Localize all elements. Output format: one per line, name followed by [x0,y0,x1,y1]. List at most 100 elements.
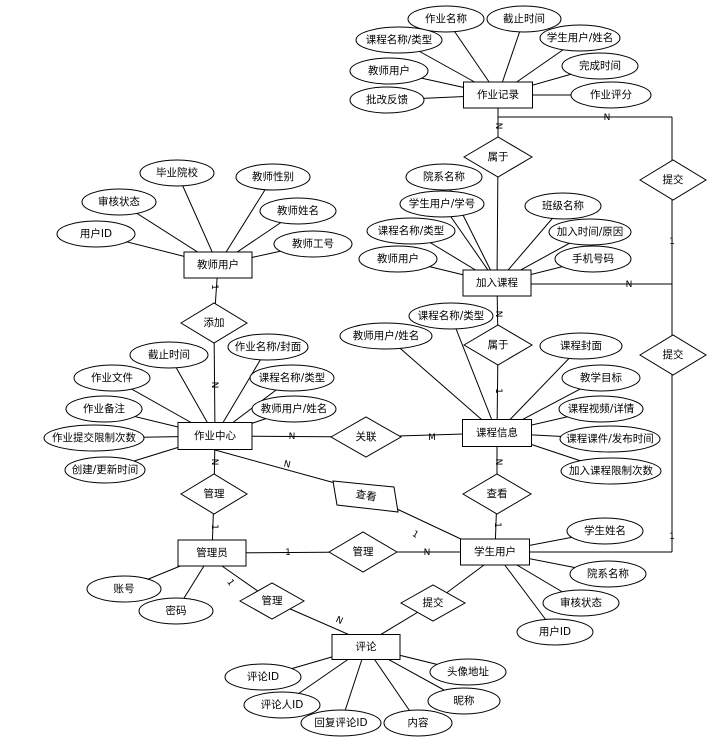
attribute-ellipse [249,364,335,392]
cardinality-label: N [493,459,503,466]
course-info-attribute: 课程名称/类型 [408,302,494,330]
attribute-label: 教师性别 [252,170,294,183]
homework-center-attribute: 教师用户/姓名 [251,395,337,423]
belongs-record-relationship: 属于 [463,136,533,178]
attribute-label: 评论ID [247,670,279,683]
attribute-label: 创建/更新时间 [72,463,139,476]
attribute-ellipse [355,26,443,54]
entity-label: 教师用户 [197,258,239,271]
connector-line [496,156,499,284]
attribute-label: 加入课程限制次数 [569,464,653,477]
cardinality-label: N [493,311,503,318]
cardinality-label: 1 [410,529,420,541]
attribute-label: 手机号码 [572,252,614,265]
homework-center-attribute: 作业备注 [65,395,143,423]
attribute-ellipse [486,5,562,33]
attribute-label: 完成时间 [579,59,621,72]
attribute-ellipse [349,57,429,85]
attribute-ellipse [349,86,425,114]
attribute-label: 教学目标 [580,371,622,384]
relationship-diamond [462,473,532,515]
course-info-attribute: 教学目标 [561,364,641,392]
attribute-label: 作业名称 [425,12,467,25]
attribute-ellipse [539,24,621,52]
homework-record-attribute: 作业名称 [407,5,485,33]
attribute-label: 课程封面 [560,339,602,352]
connector-line [176,172,219,266]
submit-join-relationship: 提交 [639,334,707,376]
homework-record-entity: 作业记录 [463,81,533,109]
course-info-attribute: 课程视频/详情 [558,395,644,423]
relationship-diamond [329,416,403,458]
attribute-ellipse [560,457,662,485]
comment-attribute: 回复评论ID [300,709,382,737]
attribute-ellipse [542,589,620,617]
entity-label: 作业记录 [477,89,519,101]
admin-attribute: 账号 [86,575,162,603]
cardinality-label: 1 [493,388,503,394]
entity-box [183,251,253,279]
relationship-label: 属于 [488,151,509,163]
homework-record-attribute: 教师用户 [349,57,429,85]
connector-line [214,346,269,437]
entity-label: 课程信息 [476,426,518,439]
relationship-diamond [639,334,707,376]
cardinality-label: N [626,280,633,290]
comment-attribute: 昵称 [427,687,501,715]
relationship-label: 关联 [356,430,377,443]
attribute-label: 头像地址 [447,665,489,678]
cardinality-label: N [334,615,344,627]
attribute-ellipse [86,575,162,603]
attribute-ellipse [366,217,456,245]
attribute-ellipse [405,163,483,191]
attribute-ellipse [339,322,433,350]
connector-line [217,176,274,266]
attribute-label: 教师用户/姓名 [261,402,328,415]
course-info-attribute: 教师用户/姓名 [339,322,433,350]
connector-line [496,345,582,434]
attribute-ellipse [273,230,353,258]
attribute-label: 课程视频/详情 [568,402,635,415]
teacher-user-attribute: 毕业院校 [139,159,215,187]
view-homework-relationship: 查看 [332,480,399,513]
attribute-ellipse [399,190,485,218]
attribute-label: 账号 [114,583,135,595]
homework-record-attribute: 作业评分 [570,81,652,109]
attribute-label: 审核状态 [98,195,140,208]
attribute-ellipse [139,159,215,187]
entity-label: 加入课程 [476,277,518,289]
student-user-attribute: 用户ID [516,618,594,646]
cardinality-label: N [424,548,431,558]
attribute-label: 课程课件/发布时间 [566,432,654,445]
homework-center-attribute: 截止时间 [129,341,209,369]
cardinality-label: 1 [669,237,675,247]
attribute-label: 学生姓名 [584,524,626,537]
attribute-label: 作业备注 [83,402,125,415]
relationship-label: 管理 [353,545,374,558]
attribute-ellipse [429,658,507,686]
relationship-diamond [238,582,306,620]
attribute-label: 学生用户/姓名 [547,31,614,44]
attribute-ellipse [235,163,311,191]
entity-box [463,81,533,109]
attribute-label: 学生用户/学号 [409,197,476,210]
attribute-label: 审核状态 [560,596,602,609]
course-info-entity: 课程信息 [462,419,532,447]
student-user-attribute: 学生姓名 [566,517,644,545]
attribute-ellipse [570,81,652,109]
attribute-label: 回复评论ID [314,716,367,729]
manage-student-relationship: 管理 [328,531,398,573]
join-course-attribute: 加入时间/原因 [548,218,632,246]
relationship-diamond [328,531,398,573]
student-user-attribute: 审核状态 [542,589,620,617]
relationship-label: 管理 [204,487,225,500]
comment-entity: 评论 [331,634,401,660]
submit-record-relationship: 提交 [639,159,707,201]
homework-record-attribute: 完成时间 [561,52,639,80]
homework-center-attribute: 创建/更新时间 [64,456,146,484]
relationship-diamond [639,159,707,201]
relationship-diamond [399,584,467,622]
connector-line [214,449,336,484]
